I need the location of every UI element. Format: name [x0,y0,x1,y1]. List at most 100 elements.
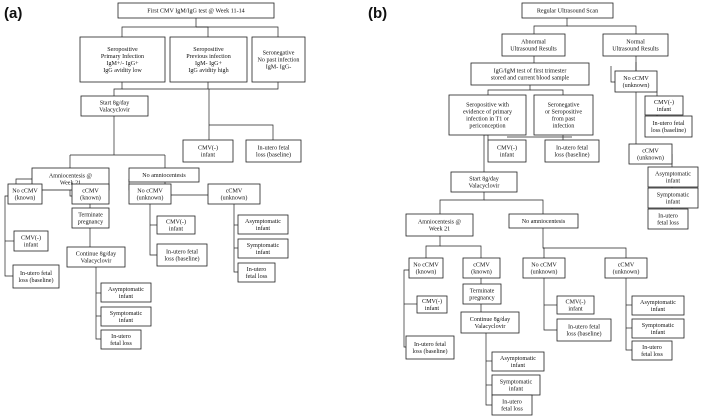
node-text-line: (unknown) [221,195,248,202]
node-box [462,283,502,305]
node-box [521,2,614,19]
node-text-line: Symptomatic [247,243,280,249]
panel-b-node-ccmv-known: cCMV(known) [462,257,501,279]
node-text-line: Seronegative [548,103,580,109]
node-text-line: IgG avidity high [188,68,228,74]
panel-b-connector [533,18,568,34]
node-text-line: loss (baseline) [256,152,291,159]
node-text-line: (unknown) [613,269,640,276]
node-text-line: infant [511,362,526,369]
panel-b-node-no-ccmv-known: No cCMV(known) [408,257,444,279]
node-text-line: Asymptomatic [108,287,144,293]
node-box [448,94,527,136]
panel-b-connector [542,228,545,258]
panel-b-label: (b) [368,5,387,22]
node-box [628,143,673,165]
node-text-line: First CMV IgM/IgG test @ Week 11-14 [147,9,244,15]
node-text-line: infection [553,123,575,130]
node-text-line: In-utero [658,214,678,220]
node-box [544,139,600,163]
node-text-line: Ultrasound Results [510,47,557,53]
node-box [462,257,501,279]
panel-a-connector [209,124,274,140]
node-text-line: (unknown) [637,155,664,162]
node-box [644,95,684,116]
node-box [491,351,545,372]
node-text-line: In-utero [111,334,131,340]
node-text-line: Terminate [78,213,103,219]
node-text-line: infant [568,306,583,313]
panel-a-label: (a) [4,5,22,22]
panel-a-connector [95,267,101,340]
node-box [245,139,302,163]
node-box [487,139,527,163]
node-text-line: loss (baseline) [566,331,601,338]
node-text-line: infant [169,226,184,233]
node-text-line: cCMV [473,263,490,269]
node-text-line: Terminate [470,289,495,295]
panel-a-node-no-ccmv-known: No cCMV(known) [7,183,43,205]
node-text-line: loss (baseline) [554,152,589,159]
node-text-line: Previous infection [186,53,231,60]
panel-b-connector [484,199,544,214]
node-text-line: IgG avidity low [103,68,142,74]
node-box [491,394,533,416]
node-text-line: In-utero fetal [258,145,290,152]
node-text-line: Valacyclovir [81,259,112,265]
node-text-line: Ultrasound Results [612,47,659,53]
node-text-line: In-utero fetal [166,249,198,256]
node-box [405,335,455,360]
node-text-line: infant [651,329,666,336]
panel-a-connector [122,82,279,90]
node-text-line: Asymptomatic [655,172,691,178]
node-text-line: Asymptomatic [500,356,536,362]
panel-b-connector [610,66,615,83]
node-text-line: cCMV [82,189,99,195]
node-text-line: (unknown) [137,195,164,202]
panel-a-connector [196,26,209,37]
node-text-line: CMV(-) [497,145,517,152]
node-box [405,213,474,237]
node-text-line: CMV(-) [166,219,186,226]
node-box [604,257,648,279]
panel-b-node-root: Regular Ultrasound Scan [521,2,614,19]
node-text-line: (unknown) [531,269,558,276]
node-text-line: Regular Ultrasound Scan [537,9,598,15]
node-text-line: CMV(-) [21,235,41,242]
node-text-line: In-utero fetal [20,270,52,277]
node-text-line: No cCMV [623,76,649,82]
node-text-line: CMV(-) [198,145,218,152]
node-text-line: infant [119,293,134,300]
node-text-line: No past infection [258,57,300,64]
node-text-line: CMV(-) [566,299,586,306]
panel-b-connector [530,89,564,95]
node-text-line: infant [425,305,440,312]
node-text-line: Valacyclovir [475,324,506,330]
node-text-line: (known) [471,269,492,276]
node-text-line: IgM+/- IgG+ [106,61,139,67]
node-text-line: No cCMV [531,263,557,269]
node-box [522,257,566,279]
panel-b-node-cmvneg-1: CMV(-)infant [416,295,448,314]
panel-b-connector [543,247,627,258]
panel-b-node-cmvneg-a: CMV(-)infant [487,139,527,163]
node-text-line: Start 8g/day [469,177,500,183]
node-text-line: Seropositive with [466,103,509,109]
node-text-line: infant [24,242,39,249]
node-box [644,115,693,138]
